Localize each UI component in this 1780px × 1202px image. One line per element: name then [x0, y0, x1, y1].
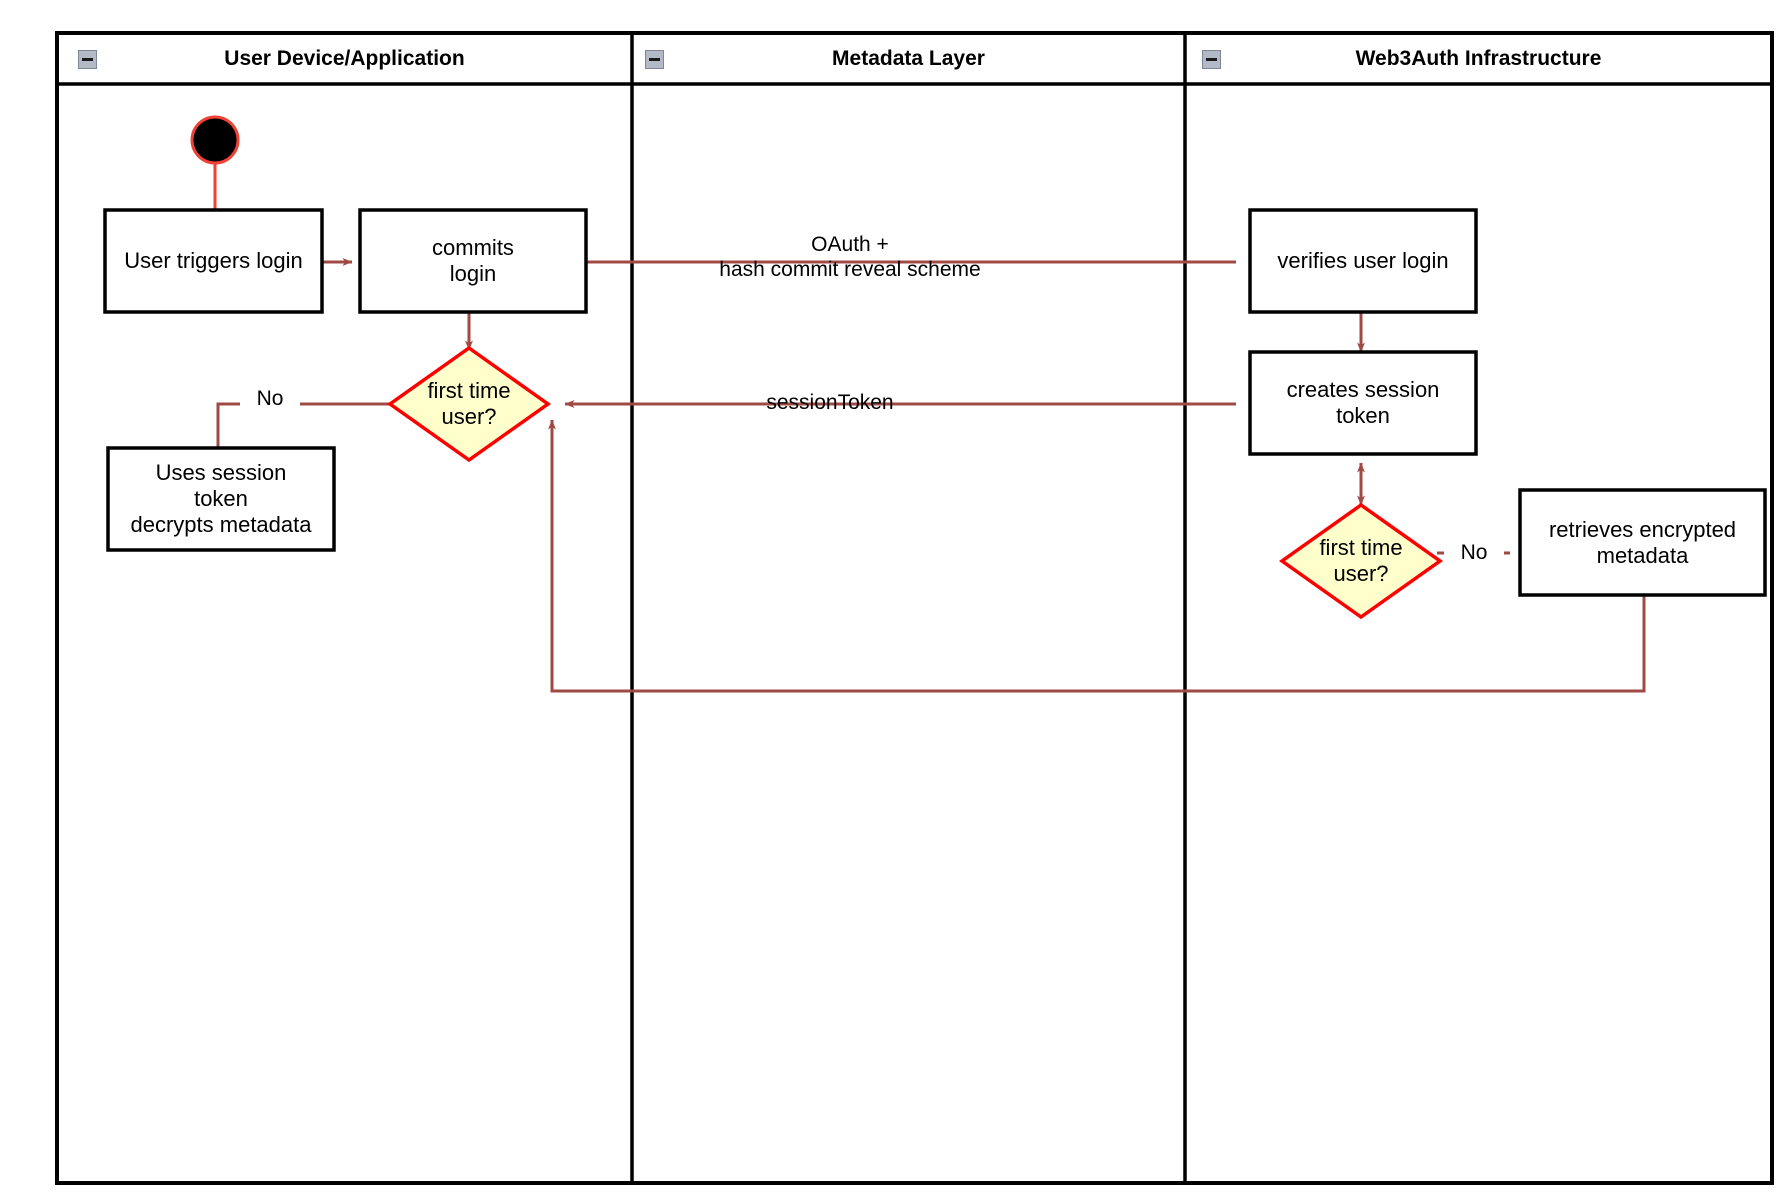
- hit-first-time-user-right[interactable]: [1282, 505, 1440, 617]
- hit-commits-login[interactable]: [360, 210, 586, 312]
- hit-retrieves-encrypted-metadata[interactable]: [1520, 490, 1765, 595]
- node-creates-session-token: [1248, 350, 1478, 456]
- node-layer: [103, 115, 1767, 620]
- node-user-triggers-login: [103, 208, 324, 314]
- hit-user-triggers-login[interactable]: [105, 210, 322, 312]
- node-uses-session-token: [106, 446, 336, 552]
- collapse-minus-icon-lane-user-device[interactable]: [78, 50, 97, 69]
- lane-title-user-device: User Device/Application: [224, 47, 465, 70]
- hit-first-time-user-left[interactable]: [390, 348, 548, 460]
- start-node: [190, 115, 240, 165]
- edge-decision-no-left: [216, 402, 392, 448]
- swimlane-frame: [55, 31, 1774, 1185]
- lane-title-metadata: Metadata Layer: [832, 47, 985, 70]
- edge-retrieves-return: [548, 419, 1646, 693]
- lane-title-web3auth: Web3Auth Infrastructure: [1355, 47, 1602, 70]
- hit-start-node[interactable]: [192, 117, 238, 163]
- collapse-minus-icon-lane-metadata[interactable]: [645, 50, 664, 69]
- collapse-minus-icon-lane-web3auth[interactable]: [1202, 50, 1221, 69]
- hit-creates-session-token[interactable]: [1250, 352, 1476, 454]
- hit-verifies-user-login[interactable]: [1250, 210, 1476, 312]
- node-first-time-user-right: [1278, 502, 1444, 620]
- node-verifies-user-login: [1248, 208, 1478, 314]
- hit-uses-session-token[interactable]: [108, 448, 334, 550]
- node-commits-login: [358, 208, 588, 314]
- node-retrieves-encrypted-metadata: [1518, 488, 1767, 597]
- node-first-time-user-left: [386, 345, 552, 463]
